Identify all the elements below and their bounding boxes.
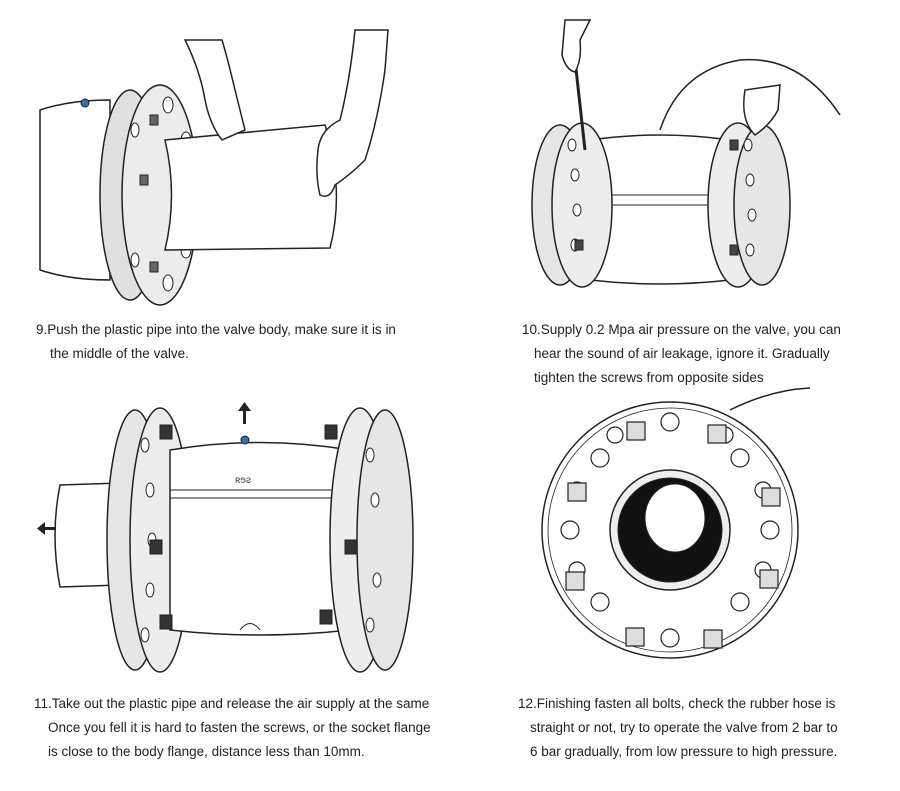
step9-line1: 9.Push the plastic pipe into the valve b… [36, 322, 396, 337]
step11-line3: is close to the body flange, distance le… [48, 744, 365, 759]
step9-caption: 9.Push the plastic pipe into the valve b… [36, 318, 396, 366]
step11-line1: 11.Take out the plastic pipe and release… [34, 696, 430, 711]
bolt-icon [574, 139, 739, 256]
step9-illustration [39, 29, 389, 306]
bolt-icon [565, 421, 781, 649]
step11-illustration: ʀɘƨ [37, 402, 414, 673]
hand-icon [561, 19, 781, 136]
step12-illustration [541, 387, 811, 659]
step10-caption: 10.Supply 0.2 Mpa air pressure on the va… [522, 318, 841, 390]
wrench-icon [573, 59, 587, 151]
step11-line2: Once you fell it is hard to fasten the s… [48, 720, 431, 735]
svg-text:ʀɘƨ: ʀɘƨ [235, 475, 251, 486]
step12-caption: 12.Finishing fasten all bolts, check the… [518, 692, 838, 764]
step11-caption: 11.Take out the plastic pipe and release… [34, 692, 431, 764]
arrow-up-icon [238, 402, 251, 424]
step12-line3: 6 bar gradually, from low pressure to hi… [530, 744, 838, 759]
step12-line2: straight or not, try to operate the valv… [530, 720, 838, 735]
step10-line2: hear the sound of air leakage, ignore it… [534, 346, 830, 361]
hand-icon [183, 29, 389, 197]
step12-line1: 12.Finishing fasten all bolts, check the… [518, 696, 836, 711]
bolt-icon [149, 424, 358, 630]
step10-line3: tighten the screws from opposite sides [534, 370, 764, 385]
step9-line2: the middle of the valve. [50, 346, 189, 361]
step10-illustration [531, 19, 841, 288]
arrow-left-icon [37, 522, 56, 535]
step10-line1: 10.Supply 0.2 Mpa air pressure on the va… [522, 322, 841, 337]
